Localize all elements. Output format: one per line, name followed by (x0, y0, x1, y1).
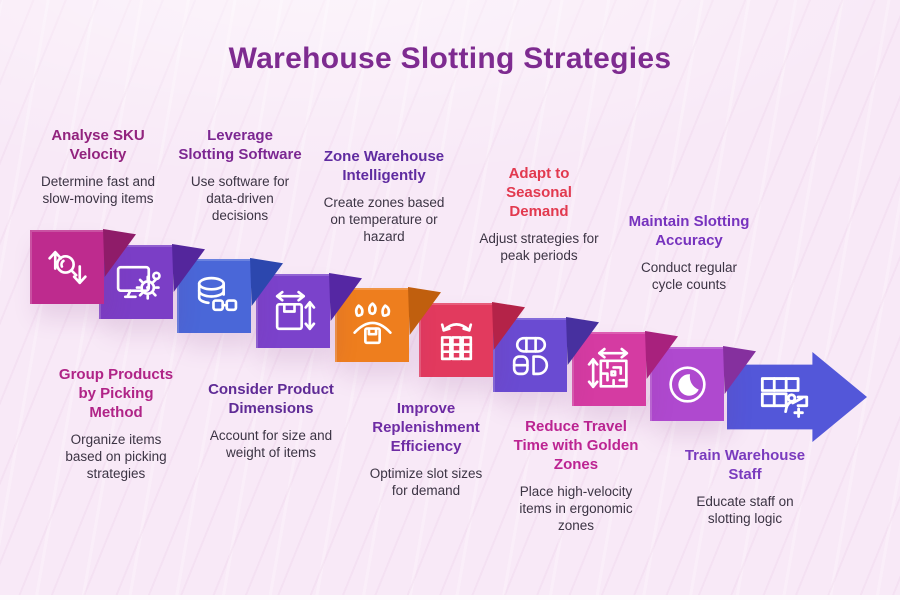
strategy-body: Adjust strategies for peak periods (479, 231, 599, 263)
strategy-heading: Zone Warehouse Intelligently (323, 148, 445, 184)
replenishment-drops-icon (352, 301, 392, 344)
strategy-heading: Group Products by Picking Method (58, 366, 174, 421)
strategy-text-leverage-software: Leverage Slotting Software Use software … (158, 126, 322, 224)
strategy-heading: Improve Replenishment Efficiency (372, 400, 480, 455)
strategy-body: Determine fast and slow-moving items (40, 174, 156, 206)
strategy-body: Organize items based on picking strategi… (65, 432, 167, 481)
strategy-arrow-tile (727, 352, 867, 442)
strategy-body: Account for size and weight of items (209, 428, 333, 460)
database-bins-icon (197, 276, 237, 311)
strategy-text-train-staff: Train Warehouse Staff Educate staff on s… (663, 446, 827, 527)
strategy-heading: Maintain Slotting Accuracy (628, 213, 750, 249)
staff-training-shelf-icon (760, 377, 809, 418)
strategy-heading: Reduce Travel Time with Golden Zones (513, 418, 639, 473)
strategy-text-product-dimensions: Consider Product Dimensions Account for … (189, 380, 353, 461)
strategy-heading: Leverage Slotting Software (178, 127, 302, 163)
strategy-tile (256, 273, 362, 348)
strategy-tile (650, 346, 756, 421)
strategy-body: Use software for data-driven decisions (190, 174, 290, 223)
box-dimensions-icon (275, 290, 315, 330)
strategy-tile (572, 331, 678, 406)
strategy-body: Place high-velocity items in ergonomic z… (519, 484, 633, 533)
strategy-text-slotting-accuracy: Maintain Slotting Accuracy Conduct regul… (607, 212, 771, 293)
capsule-slots-icon (512, 336, 548, 375)
strategy-heading: Train Warehouse Staff (684, 447, 806, 483)
strategy-text-golden-zones: Reduce Travel Time with Golden Zones Pla… (494, 417, 658, 534)
golden-zone-maze-icon (587, 347, 628, 388)
strategy-body: Conduct regular cycle counts (640, 260, 738, 292)
strategy-body: Create zones based on temperature or haz… (323, 195, 445, 244)
strategy-text-seasonal-demand: Adapt to Seasonal Demand Adjust strategi… (457, 164, 621, 264)
strategy-tile (30, 229, 136, 304)
software-monitor-gear-icon (116, 265, 161, 300)
strategy-text-analyse-sku: Analyse SKU Velocity Determine fast and … (16, 126, 180, 207)
cycle-count-crescent-icon (668, 365, 706, 403)
strategy-text-zone-warehouse: Zone Warehouse Intelligently Create zone… (302, 147, 466, 245)
strategy-heading: Adapt to Seasonal Demand (506, 165, 572, 220)
strategy-body: Optimize slot sizes for demand (369, 466, 483, 498)
strategy-tile (493, 317, 599, 392)
strategy-text-replenishment: Improve Replenishment Efficiency Optimiz… (344, 399, 508, 499)
page-title: Warehouse Slotting Strategies (228, 42, 672, 75)
strategy-tile (419, 302, 525, 377)
strategy-heading: Consider Product Dimensions (208, 381, 334, 417)
rack-refill-arrow-icon (440, 322, 472, 360)
strategy-body: Educate staff on slotting logic (696, 494, 794, 526)
strategy-text-group-products: Group Products by Picking Method Organiz… (34, 365, 198, 482)
sku-velocity-search-icon (47, 250, 87, 284)
strategy-heading: Analyse SKU Velocity (51, 127, 145, 163)
